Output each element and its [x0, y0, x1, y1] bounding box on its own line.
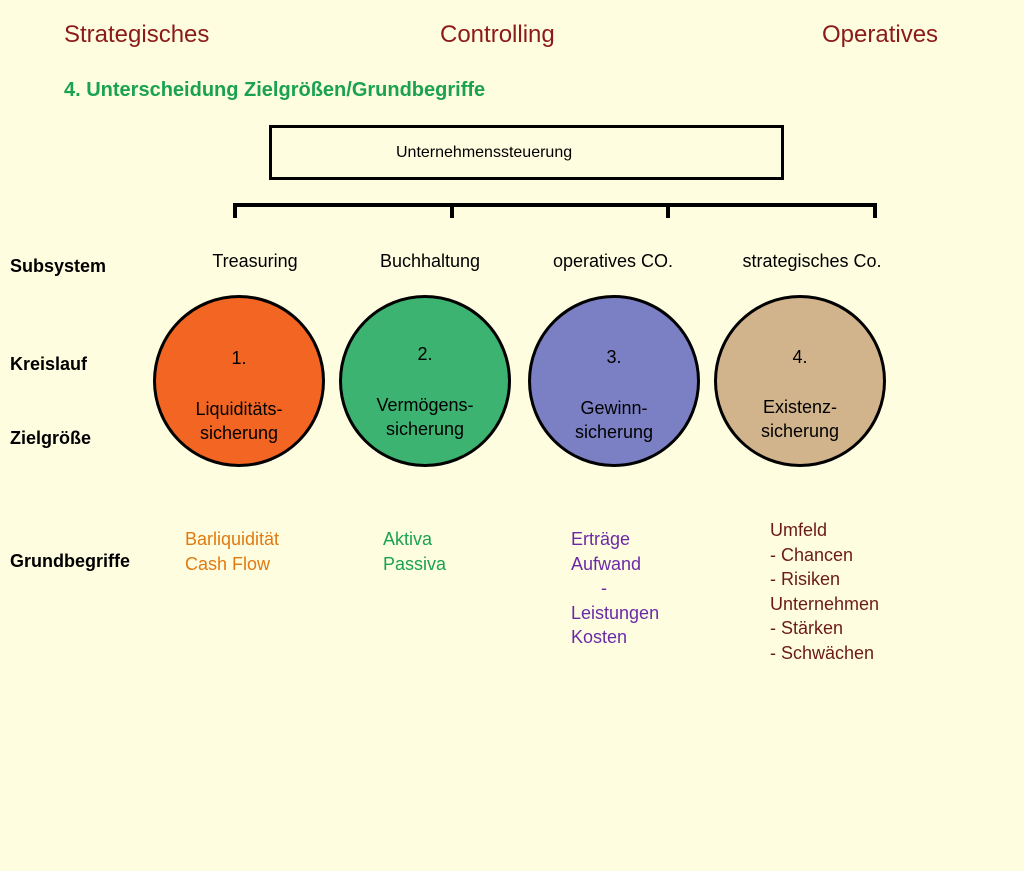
circle-existenzsicherung: 4. Existenz- sicherung: [714, 295, 886, 467]
row-label-kreislauf: Kreislauf: [10, 354, 88, 374]
subsystem-treasuring: Treasuring: [212, 251, 298, 271]
circle-goal-line1: Existenz-: [762, 397, 838, 417]
circle-number: 2.: [417, 344, 433, 364]
subsystem-operatives-co: operatives CO.: [552, 251, 674, 271]
term-item: Unternehmen: [770, 593, 880, 614]
subsystem-buchhaltung: Buchhaltung: [379, 251, 481, 271]
circle-goal-line1: Gewinn-: [580, 398, 648, 418]
subsystem-strategisches-co: strategisches Co.: [742, 251, 882, 271]
circle-number: 4.: [792, 347, 808, 367]
circle-goal-line2: sicherung: [574, 422, 654, 442]
term-item: Leistungen: [571, 602, 660, 623]
circle-vermoegenssicherung: 2. Vermögens- sicherung: [339, 295, 511, 467]
circle-goal-line2: sicherung: [760, 421, 840, 441]
slide-subtitle: 4. Unterscheidung Zielgrößen/Grundbegrif…: [64, 79, 486, 101]
circle-goal-line2: sicherung: [199, 423, 279, 443]
term-item: Barliquidität: [185, 529, 280, 549]
circle-goal-line1: Vermögens-: [376, 395, 474, 415]
term-item: Kosten: [571, 627, 628, 647]
term-item: Aktiva: [383, 529, 433, 549]
term-item: - Schwächen: [770, 642, 875, 663]
term-item: Aufwand: [571, 553, 642, 574]
header-controlling: Controlling: [440, 21, 555, 48]
term-item: - Stärken: [770, 618, 844, 638]
term-item: - Chancen: [770, 544, 854, 565]
row-label-zielgroesse: Zielgröße: [10, 428, 92, 448]
circle-gewinnsicherung: 3. Gewinn- sicherung: [528, 295, 700, 467]
term-item: -: [571, 578, 607, 598]
top-box-unternehmenssteuerung: Unternehmenssteuerung: [269, 125, 784, 180]
circle-number: 3.: [606, 347, 622, 367]
top-box-label: Unternehmenssteuerung: [396, 143, 573, 161]
row-label-subsystem: Subsystem: [10, 256, 107, 276]
row-label-grundbegriffe: Grundbegriffe: [10, 551, 130, 571]
connector-lines: [233, 203, 877, 218]
circle-liquiditaetssicherung: 1. Liquiditäts- sicherung: [153, 295, 325, 467]
header-operatives: Operatives: [822, 21, 939, 48]
circle-goal-line2: sicherung: [385, 419, 465, 439]
term-item: Umfeld: [770, 520, 828, 540]
term-item: - Risiken: [770, 569, 841, 589]
term-item: Erträge: [571, 529, 631, 549]
circle-goal-line1: Liquiditäts-: [195, 399, 283, 419]
term-item: Passiva: [383, 553, 447, 574]
circle-number: 1.: [231, 348, 247, 368]
header-strategisches: Strategisches: [64, 21, 210, 48]
term-item: Cash Flow: [185, 553, 271, 574]
